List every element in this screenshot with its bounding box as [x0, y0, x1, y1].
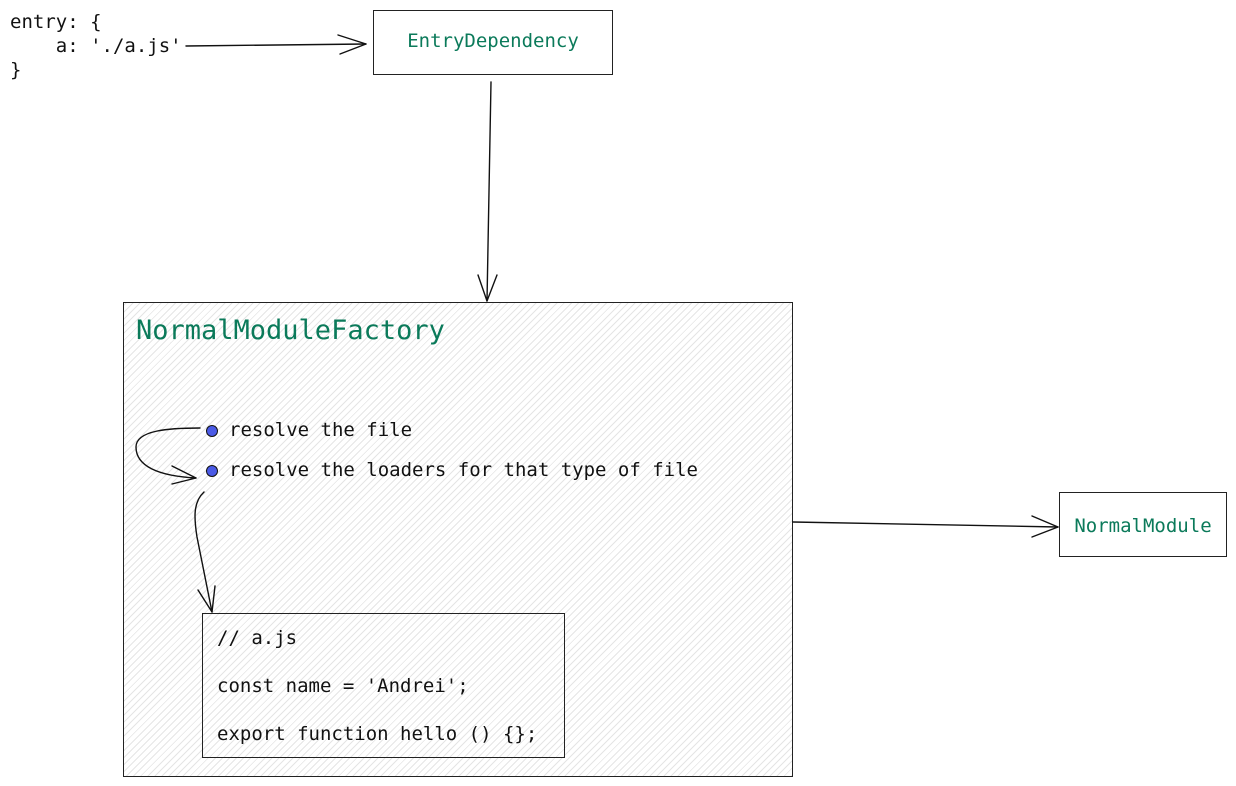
entry-dependency-label: EntryDependency: [407, 30, 579, 52]
step-resolve-loaders: resolve the loaders for that type of fil…: [229, 459, 698, 481]
arrow-icon: [477, 81, 498, 302]
bullet-dot-icon: [206, 465, 218, 477]
a-js-code-box[interactable]: // a.js const name = 'Andrei'; export fu…: [202, 613, 565, 758]
a-js-code-line: // a.js: [217, 627, 298, 649]
entry-config-line: a: './a.js': [10, 35, 182, 57]
normal-module-label: NormalModule: [1074, 515, 1212, 537]
normal-module-box[interactable]: NormalModule: [1059, 492, 1227, 557]
entry-config-line: entry: {: [10, 11, 102, 33]
step-resolve-file: resolve the file: [229, 419, 413, 441]
a-js-code-line: export function hello () {};: [217, 723, 538, 745]
entry-dependency-box[interactable]: EntryDependency: [373, 10, 613, 75]
arrow-icon: [792, 515, 1059, 538]
entry-config-line: }: [10, 59, 22, 81]
normal-module-factory-title: NormalModuleFactory: [136, 315, 445, 346]
a-js-code-line: const name = 'Andrei';: [217, 675, 469, 697]
bullet-dot-icon: [206, 425, 218, 437]
arrow-icon: [185, 34, 367, 55]
